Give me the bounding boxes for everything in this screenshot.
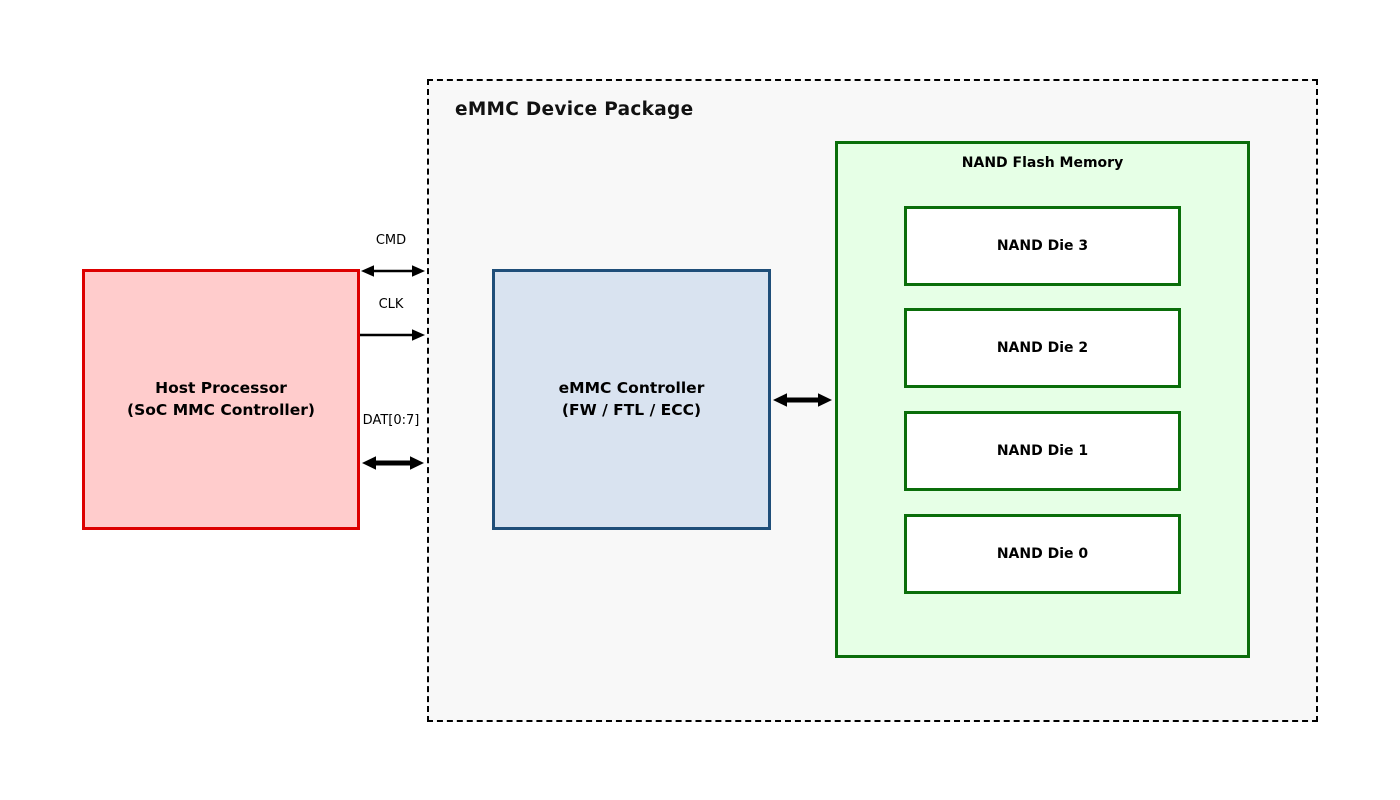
nand-die-2-label: NAND Die 2 — [996, 340, 1089, 356]
dat-arrow — [362, 456, 424, 470]
nand-flash-memory-box: NAND Flash Memory NAND Die 3 NAND Die 2 … — [835, 141, 1250, 658]
host-processor-label-line2: (SoC MMC Controller) — [127, 400, 315, 419]
dat-signal-label: DAT[0:7] — [362, 413, 420, 428]
clk-arrow — [360, 329, 425, 341]
nand-die-0-box: NAND Die 0 — [904, 514, 1181, 594]
nand-die-3-box: NAND Die 3 — [904, 206, 1181, 286]
cmd-arrow — [361, 265, 425, 277]
host-processor-label: Host Processor (SoC MMC Controller) — [127, 378, 315, 421]
nand-die-1-label: NAND Die 1 — [996, 443, 1089, 459]
emmc-controller-label: eMMC Controller (FW / FTL / ECC) — [559, 378, 705, 421]
emmc-controller-label-line2: (FW / FTL / ECC) — [561, 400, 702, 419]
emmc-controller-box: eMMC Controller (FW / FTL / ECC) — [492, 269, 771, 530]
nand-flash-memory-title: NAND Flash Memory — [961, 155, 1124, 171]
emmc-device-package-title: eMMC Device Package — [455, 99, 694, 120]
clk-signal-label: CLK — [378, 297, 404, 312]
nand-die-3-label: NAND Die 3 — [996, 238, 1089, 254]
host-processor-box: Host Processor (SoC MMC Controller) — [82, 269, 360, 530]
nand-die-1-box: NAND Die 1 — [904, 411, 1181, 491]
host-processor-label-line1: Host Processor — [155, 378, 287, 397]
nand-die-0-label: NAND Die 0 — [996, 546, 1089, 562]
emmc-controller-label-line1: eMMC Controller — [558, 378, 705, 397]
nand-die-2-box: NAND Die 2 — [904, 308, 1181, 388]
cmd-signal-label: CMD — [375, 233, 407, 248]
